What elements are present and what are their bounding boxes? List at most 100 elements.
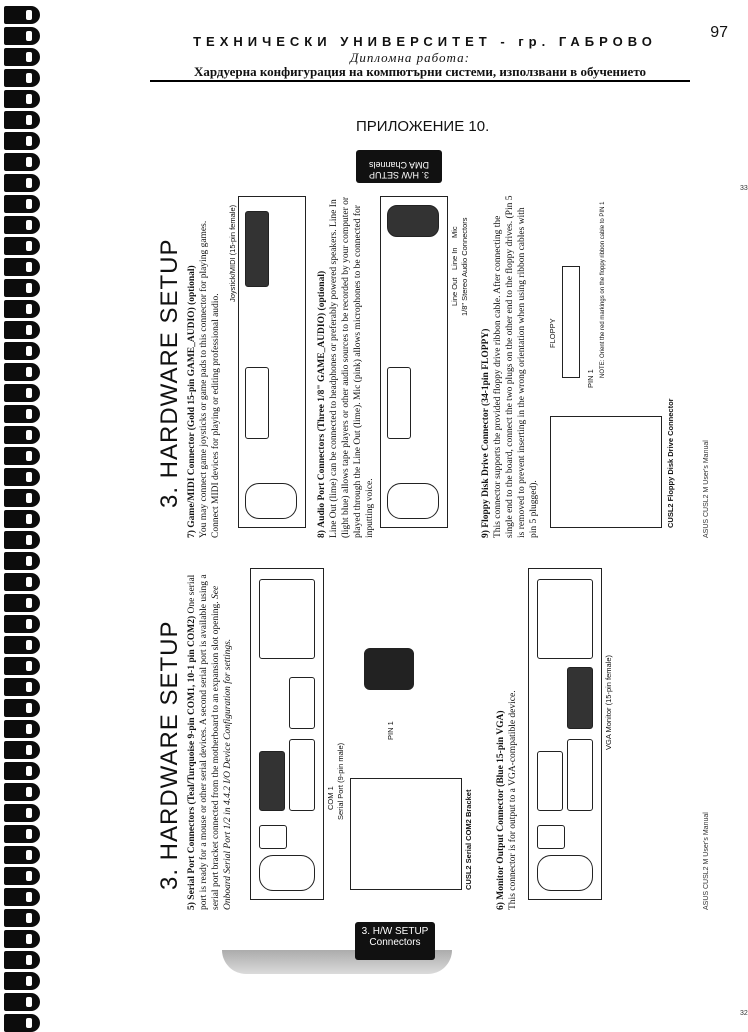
binding-ring xyxy=(4,321,40,339)
ps2-port-2 xyxy=(537,855,593,891)
header-thesis: Дипломна работа: xyxy=(350,50,470,65)
game-port-2 xyxy=(537,579,593,659)
floppy-motherboard-diagram xyxy=(550,416,662,528)
binding-ring xyxy=(4,510,40,528)
binding-ring xyxy=(4,132,40,150)
item9-num: 9) xyxy=(481,530,491,538)
ps2-port-4 xyxy=(387,483,439,519)
item-audio-ports: 8) Audio Port Connectors (Three 1/8" GAM… xyxy=(316,193,376,538)
header-rule xyxy=(150,80,690,82)
binding-ring xyxy=(4,804,40,822)
binding-ring xyxy=(4,720,40,738)
serial-label: Serial Port (9-pin male) xyxy=(336,742,345,820)
binding-ring xyxy=(4,90,40,108)
binding-ring xyxy=(4,888,40,906)
serial-io-panel xyxy=(250,568,324,900)
motherboard-diagram xyxy=(350,778,462,890)
left-column: 3. HARDWARE SETUP ASUS CUSL2 M User's Ma… xyxy=(150,548,715,910)
binding-ring xyxy=(4,741,40,759)
floppy-caption: CUSL2 Floppy Disk Drive Connector xyxy=(666,398,675,528)
binding-ring xyxy=(4,111,40,129)
item-game-midi: 7) Game/MIDI Connector (Gold 15-pin GAME… xyxy=(186,193,222,538)
binding-ring xyxy=(4,657,40,675)
jack-line-in: Line In xyxy=(450,247,459,270)
item7-title: Game/MIDI Connector (Gold 15-pin GAME_AU… xyxy=(187,265,197,528)
floppy-label: FLOPPY xyxy=(548,318,557,348)
right-heading: 3. HARDWARE SETUP xyxy=(156,238,183,508)
floppy-note: NOTE: Orient the red markings on the flo… xyxy=(600,201,606,378)
binding-ring xyxy=(4,300,40,318)
tab-bottom-line1: 3. H/W SETUP xyxy=(361,926,429,937)
parallel-port xyxy=(289,739,315,811)
item6-title: Monitor Output Connector (Blue 15-pin VG… xyxy=(496,710,506,900)
binding-ring xyxy=(4,846,40,864)
item6-body: This connector is for output to a VGA-co… xyxy=(508,690,518,910)
binding-ring xyxy=(4,174,40,192)
com1-port-2 xyxy=(537,751,563,811)
binding-ring xyxy=(4,48,40,66)
pin1-label: PIN 1 xyxy=(386,721,395,740)
item8-body: Line Out (lime) can be connected to head… xyxy=(329,196,375,538)
page-mark-left: 32 xyxy=(740,1010,748,1017)
jack-mic: Mic xyxy=(450,226,459,238)
binding-ring xyxy=(4,615,40,633)
header-subject: Хардуерна конфигурация на компютърни сис… xyxy=(193,64,647,79)
vga-port-highlight xyxy=(567,667,593,729)
tab-top-line2: DMA Channels xyxy=(368,160,430,170)
item9-body: This connector supports the provided flo… xyxy=(493,195,539,538)
item-serial-port: 5) Serial Port Connectors (Teal/Turquois… xyxy=(186,565,234,910)
binding-ring xyxy=(4,27,40,45)
parallel-port-4 xyxy=(387,367,411,439)
page-number: 97 xyxy=(710,24,728,41)
binding-ring xyxy=(4,636,40,654)
binding-ring xyxy=(4,468,40,486)
header-university: ТЕХНИЧЕСКИ УНИВЕРСИТЕТ - гр. ГАБРОВО xyxy=(193,34,657,49)
audio-jacks xyxy=(387,205,439,237)
binding-ring xyxy=(4,195,40,213)
ps2-port-3 xyxy=(245,483,297,519)
binding-ring xyxy=(4,69,40,87)
usb-port-2 xyxy=(537,825,565,849)
jack-line-out: Line Out xyxy=(450,277,459,306)
binding-ring xyxy=(4,951,40,969)
right-footer: ASUS CUSL2 M User's Manual xyxy=(703,440,710,538)
ps2-port xyxy=(259,855,315,891)
bracket-caption: CUSL2 Serial COM2 Bracket xyxy=(464,789,473,890)
item8-title: Audio Port Connectors (Three 1/8" GAME_A… xyxy=(317,270,327,528)
binding-ring xyxy=(4,342,40,360)
item6-num: 6) xyxy=(496,902,506,910)
binding-ring xyxy=(4,783,40,801)
audio-io-panel xyxy=(380,196,448,528)
tab-top-line1: 3. H/W SETUP xyxy=(369,170,430,180)
spiral-binding xyxy=(0,0,46,1032)
binding-ring xyxy=(4,447,40,465)
binding-ring xyxy=(4,363,40,381)
item-monitor-output: 6) Monitor Output Connector (Blue 15-pin… xyxy=(495,565,519,910)
binding-ring xyxy=(4,699,40,717)
binding-ring xyxy=(4,993,40,1011)
binding-ring xyxy=(4,1014,40,1032)
vga-port xyxy=(289,677,315,729)
floppy-pin1: PIN 1 xyxy=(586,369,595,388)
appendix-title: ПРИЛОЖЕНИЕ 10. xyxy=(356,118,490,135)
item-floppy: 9) Floppy Disk Drive Connector (34-1pin … xyxy=(480,193,540,538)
binding-ring xyxy=(4,216,40,234)
usb-port xyxy=(259,825,287,849)
binding-ring xyxy=(4,909,40,927)
binding-ring xyxy=(4,573,40,591)
binding-ring xyxy=(4,972,40,990)
binding-ring xyxy=(4,678,40,696)
joystick-label: Joystick/MIDI (15-pin female) xyxy=(228,204,237,302)
game-port xyxy=(259,579,315,659)
right-column: 3. HARDWARE SETUP ASUS CUSL2 M User's Ma… xyxy=(150,185,715,538)
tab-bottom-line2: Connectors xyxy=(369,937,421,948)
com1-port xyxy=(259,751,285,811)
item7-num: 7) xyxy=(187,530,197,538)
item5-num: 5) xyxy=(187,902,197,910)
com1-label: COM 1 xyxy=(326,786,335,810)
binding-ring xyxy=(4,825,40,843)
left-footer: ASUS CUSL2 M User's Manual xyxy=(703,812,710,910)
binding-ring xyxy=(4,237,40,255)
parallel-port-3 xyxy=(245,367,269,439)
tab-dma-channels: 3. H/W SETUP DMA Channels xyxy=(356,150,442,183)
